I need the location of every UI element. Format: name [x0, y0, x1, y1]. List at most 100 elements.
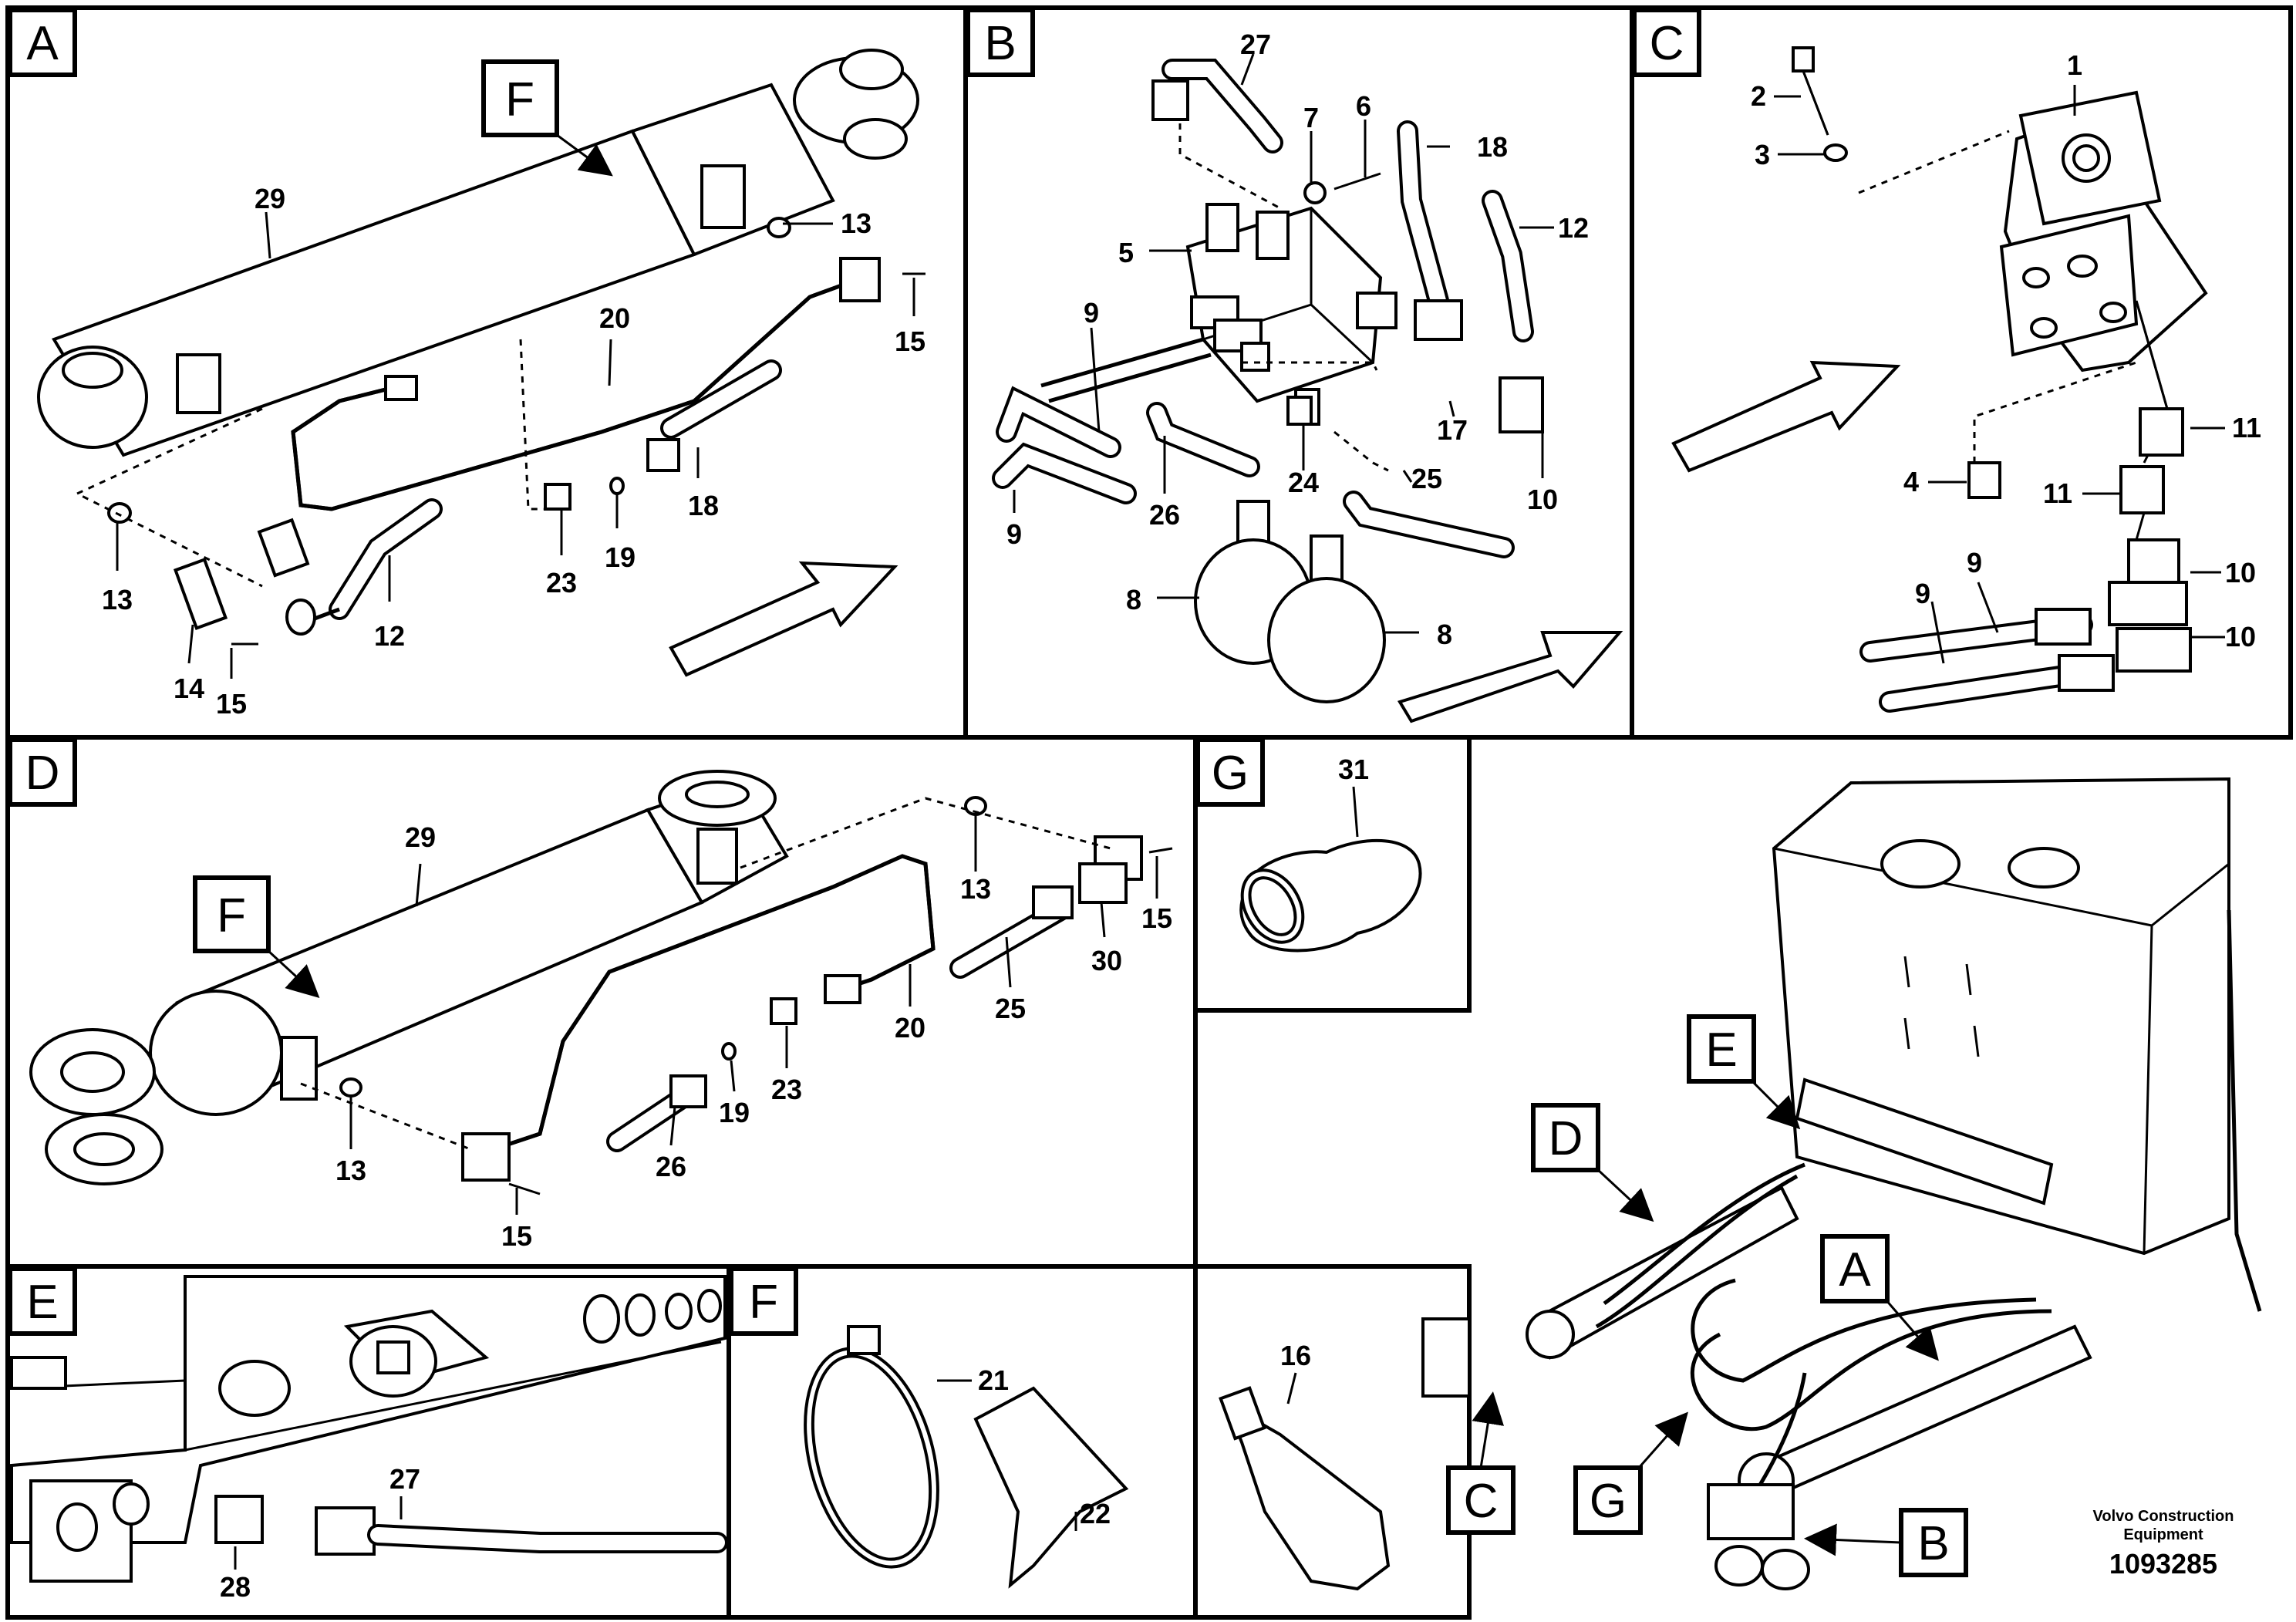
callout-c-9b: 9 — [1915, 578, 1930, 609]
callout-a-14: 14 — [174, 673, 204, 704]
callout-b-25: 25 — [1411, 463, 1442, 494]
panel-label-c: C — [1632, 8, 1701, 77]
callout-c-4: 4 — [1903, 466, 1919, 497]
callout-d-13b: 13 — [335, 1155, 366, 1186]
callout-d-20: 20 — [895, 1012, 925, 1044]
svg-text:G: G — [1590, 1475, 1627, 1528]
panel-label-d: D — [8, 737, 77, 807]
callout-b-18: 18 — [1477, 131, 1508, 163]
panel-d-ref-f: F — [193, 875, 271, 953]
callout-a-18: 18 — [688, 490, 719, 521]
panel-a-callouts: 29 13 15 20 18 12 23 19 13 14 15 — [102, 183, 925, 720]
overview-ref-d: D — [1531, 1103, 1600, 1172]
callout-a-12: 12 — [374, 620, 405, 652]
panel-16-drawing — [1219, 1372, 1391, 1591]
panel-label-a: A — [8, 8, 77, 77]
panel-label-f: F — [729, 1266, 798, 1336]
svg-text:A: A — [26, 17, 59, 70]
callout-c-11b: 11 — [2043, 477, 2072, 509]
callout-b-12: 12 — [1558, 212, 1589, 244]
svg-text:G: G — [1212, 747, 1249, 800]
callout-b-7: 7 — [1303, 102, 1319, 133]
callout-b-9b: 9 — [1006, 518, 1022, 550]
drawing-number: 1093285 — [2109, 1548, 2217, 1580]
callout-a-20: 20 — [599, 302, 630, 334]
panel-f-callouts: 21 22 — [978, 1364, 1111, 1529]
callout-b-27: 27 — [1240, 29, 1271, 60]
callout-d-29: 29 — [405, 821, 436, 853]
svg-text:E: E — [26, 1276, 58, 1329]
callout-a-23: 23 — [546, 567, 577, 599]
callout-b-24: 24 — [1288, 467, 1319, 498]
panel-label-b: B — [966, 8, 1035, 77]
panel-b-drawing — [992, 53, 1623, 723]
callout-d-15b: 15 — [501, 1220, 532, 1252]
overview-ref-a: A — [1820, 1234, 1890, 1303]
footer-company-line1: Volvo Construction — [2093, 1508, 2234, 1525]
svg-text:C: C — [1650, 17, 1684, 70]
callout-c-3: 3 — [1755, 139, 1770, 170]
callout-e-27: 27 — [389, 1463, 420, 1495]
callout-a-19: 19 — [605, 541, 636, 573]
panel-e-callouts: 27 28 — [220, 1463, 420, 1603]
panel-label-g: G — [1195, 737, 1265, 807]
callout-b-6: 6 — [1356, 90, 1371, 122]
svg-text:D: D — [25, 747, 60, 800]
callout-c-1: 1 — [2067, 49, 2082, 81]
panel-f-drawing — [804, 1325, 1129, 1589]
callout-a-15: 15 — [895, 325, 925, 357]
callout-b-9: 9 — [1084, 297, 1099, 329]
panel-label-e: E — [8, 1266, 77, 1336]
callout-d-30: 30 — [1091, 945, 1122, 976]
callout-d-25: 25 — [995, 993, 1026, 1024]
panel-g-drawing — [1239, 786, 1422, 953]
callout-d-13: 13 — [960, 873, 991, 905]
panel-b-callouts: 27 7 6 18 12 5 9 17 10 24 25 9 26 8 8 — [1006, 29, 1589, 650]
callout-f-21: 21 — [978, 1364, 1009, 1396]
callout-b-17: 17 — [1437, 414, 1468, 446]
overview-ref-e: E — [1687, 1014, 1756, 1084]
callout-d-23: 23 — [771, 1074, 802, 1105]
svg-text:C: C — [1464, 1475, 1499, 1528]
callout-a-29: 29 — [255, 183, 285, 214]
callout-c-11: 11 — [2232, 412, 2261, 443]
svg-text:F: F — [505, 73, 534, 126]
svg-text:F: F — [749, 1276, 778, 1329]
callout-b-8: 8 — [1126, 584, 1141, 615]
svg-text:D: D — [1549, 1112, 1583, 1165]
panel-c-frame — [1630, 5, 2293, 740]
callout-f-22: 22 — [1080, 1498, 1111, 1529]
callout-c-10: 10 — [2225, 557, 2256, 588]
callout-b-5: 5 — [1118, 237, 1134, 268]
callout-b-10: 10 — [1527, 484, 1558, 515]
callout-d-26: 26 — [656, 1151, 686, 1182]
callout-d-19: 19 — [719, 1097, 750, 1128]
callout-c-9: 9 — [1967, 547, 1982, 578]
svg-text:B: B — [984, 17, 1016, 70]
callout-e-28: 28 — [220, 1571, 251, 1603]
footer-company-line2: Equipment — [2123, 1526, 2203, 1543]
overview-ref-c: C — [1446, 1465, 1515, 1535]
callout-16: 16 — [1280, 1340, 1311, 1371]
callout-a-13b: 13 — [102, 584, 133, 615]
panel-d-drawing — [29, 770, 1173, 1215]
panel-h-frame — [1193, 1264, 1472, 1620]
svg-text:F: F — [217, 889, 246, 943]
panel-c-drawing — [1671, 46, 2225, 713]
callout-g-31: 31 — [1338, 754, 1369, 785]
callout-c-10b: 10 — [2225, 621, 2256, 653]
svg-text:A: A — [1839, 1243, 1871, 1297]
panel-g-frame — [1193, 735, 1472, 1013]
svg-text:B: B — [1917, 1517, 1949, 1570]
callout-a-13: 13 — [841, 207, 872, 239]
overview-ref-b: B — [1899, 1508, 1968, 1577]
panel-e-drawing — [10, 1275, 728, 1583]
panel-f-frame — [727, 1264, 1198, 1620]
callout-c-2: 2 — [1751, 80, 1766, 112]
panel-a-drawing — [37, 49, 925, 679]
callout-d-15: 15 — [1141, 902, 1172, 934]
svg-text:E: E — [1705, 1023, 1737, 1077]
panel-a-ref-f: F — [481, 59, 559, 137]
panel-d-callouts: 29 13 15 30 25 20 23 19 26 13 15 — [335, 821, 1172, 1252]
